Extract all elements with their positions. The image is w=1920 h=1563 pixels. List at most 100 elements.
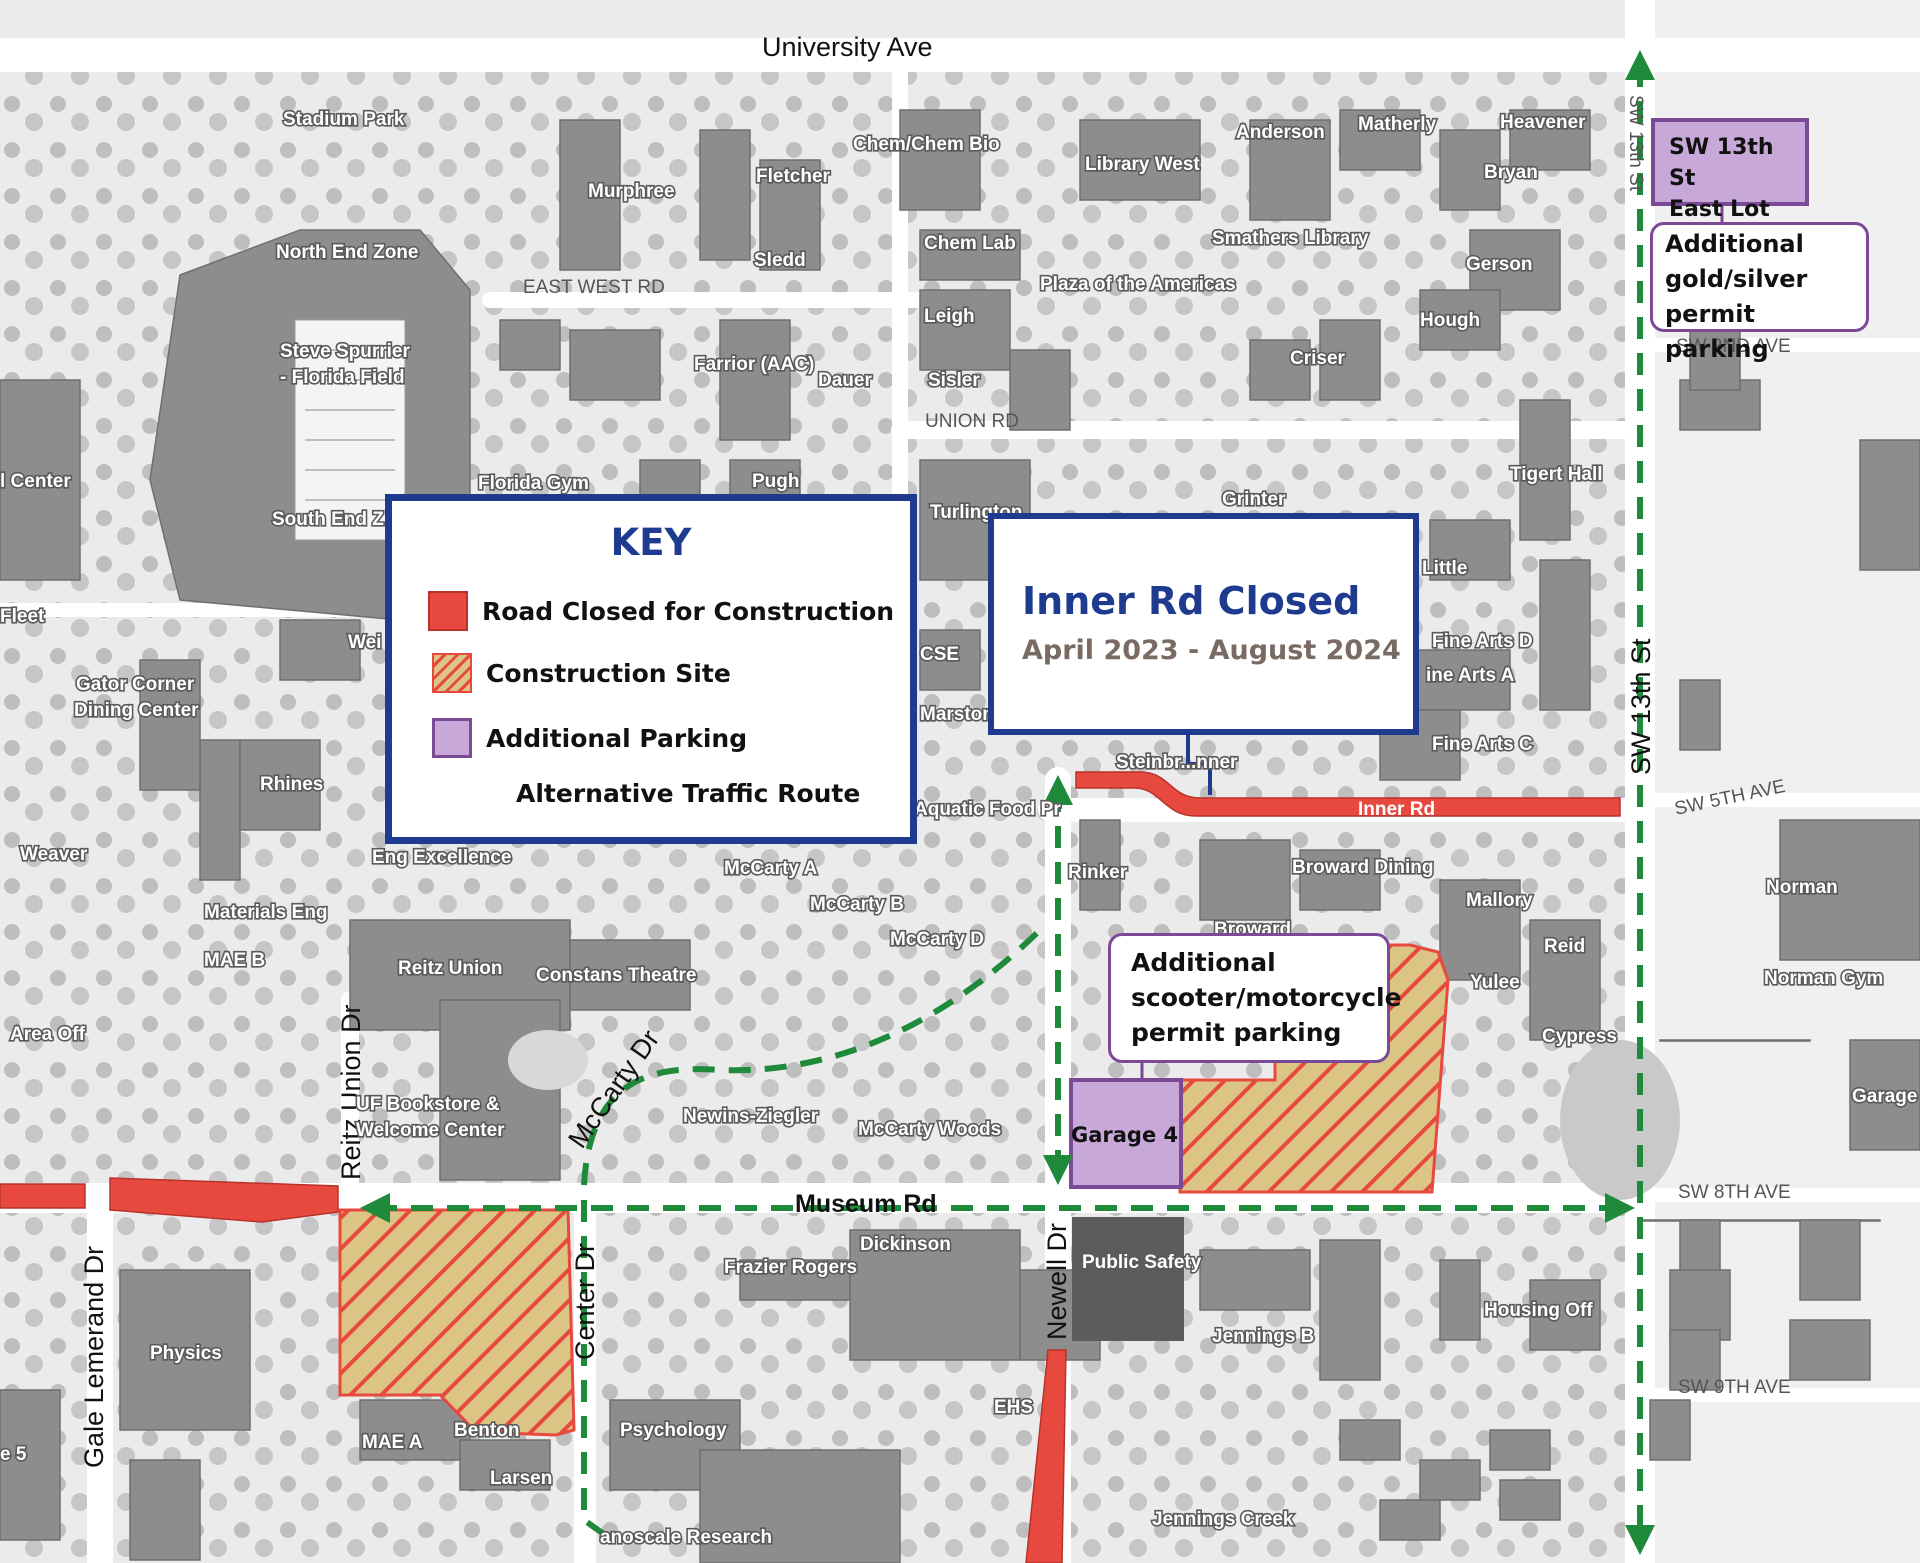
building-label: Materials Eng bbox=[204, 902, 328, 923]
sw-13th-st-label: SW 13th St bbox=[1626, 638, 1656, 775]
building-label: Public Safety bbox=[1082, 1252, 1202, 1273]
building-label: Newins-Ziegler bbox=[683, 1106, 819, 1127]
building-label: MAE B bbox=[204, 950, 265, 971]
purple-swatch-icon bbox=[432, 718, 472, 758]
alternative-routes bbox=[360, 50, 1655, 1555]
building-label: Gator Corner bbox=[76, 674, 195, 695]
building-label: Chem/Chem Bio bbox=[853, 134, 1000, 155]
building-label: Sisler bbox=[928, 370, 980, 391]
callout-line: gold/silver bbox=[1665, 265, 1808, 293]
building-label: MAE A bbox=[362, 1432, 423, 1453]
closure-heading: Inner Rd Closed bbox=[1022, 579, 1361, 623]
sw-13th-st-top-label: SW 13th St bbox=[1625, 95, 1646, 192]
legend-title: KEY bbox=[610, 521, 692, 564]
building-label: Jennings Creek bbox=[1152, 1509, 1294, 1530]
building-label: Hough bbox=[1420, 310, 1480, 331]
hatch-swatch-icon bbox=[432, 653, 472, 693]
building-label: Dining Center bbox=[74, 700, 199, 721]
building-label: ine Arts A bbox=[1426, 665, 1515, 686]
building-label: Anderson bbox=[1236, 122, 1325, 143]
reitz-union-dr-label: Reitz Union Dr bbox=[336, 1004, 366, 1180]
building-label: Frazier Rogers bbox=[724, 1257, 857, 1278]
sw-8th-ave-label: SW 8TH AVE bbox=[1678, 1182, 1791, 1203]
building-label: Weaver bbox=[20, 844, 88, 865]
building-label: Grinter bbox=[1222, 489, 1286, 510]
building-label: Psychology bbox=[620, 1420, 727, 1441]
map-legend: KEY Road Closed for Construction Constru… bbox=[385, 494, 917, 844]
building-label: Farrior (AAC) bbox=[694, 354, 814, 375]
building-label: Rhines bbox=[260, 774, 323, 795]
lot-name-line-2: East Lot bbox=[1669, 197, 1770, 222]
building-label: Leigh bbox=[924, 306, 975, 327]
building-label: Fine Arts D bbox=[1432, 631, 1533, 652]
building-label: Mallory bbox=[1466, 890, 1533, 911]
university-ave-label: University Ave bbox=[762, 32, 933, 62]
building-label: Little bbox=[1422, 558, 1467, 579]
building-label: Reid bbox=[1544, 936, 1585, 957]
sw-2nd-ave-label: SW 2ND AVE bbox=[1676, 336, 1791, 357]
legend-label: Alternative Traffic Route bbox=[516, 779, 861, 808]
east-west-rd-label: EAST WEST RD bbox=[523, 277, 665, 298]
building-label: McCarty Woods bbox=[858, 1119, 1001, 1140]
buildings bbox=[0, 109, 1920, 1563]
building-label: Eng Excellence bbox=[372, 847, 511, 868]
building-label: McCarty A bbox=[724, 858, 818, 879]
building-label: Aquatic Food Pr bbox=[914, 799, 1061, 820]
building-label: Stadium Park bbox=[283, 109, 405, 130]
building-label: l Center bbox=[0, 471, 71, 492]
building-label: Jennings B bbox=[1212, 1326, 1314, 1347]
building-label: Plaza of the Americas bbox=[1040, 274, 1236, 295]
building-label: Fleet bbox=[0, 606, 45, 627]
center-dr-label: Center Dr bbox=[570, 1243, 600, 1360]
building-label: CSE bbox=[920, 644, 959, 665]
building-label: Garage bbox=[1852, 1086, 1917, 1107]
union-rd-label: UNION RD bbox=[925, 411, 1019, 432]
building-label: Yulee bbox=[1470, 972, 1520, 993]
gold-silver-parking-callout: Additional gold/silver permit parking bbox=[1650, 222, 1869, 363]
building-label: Rinker bbox=[1068, 862, 1128, 883]
building-label: e 5 bbox=[0, 1444, 27, 1465]
closure-dates: April 2023 - August 2024 bbox=[1022, 635, 1401, 666]
callout-line: permit parking bbox=[1665, 300, 1769, 363]
newell-dr-label: Newell Dr bbox=[1042, 1223, 1072, 1340]
building-label: Smathers Library bbox=[1212, 228, 1369, 249]
building-label: anoscale Research bbox=[600, 1527, 772, 1548]
building-label: Gerson bbox=[1466, 254, 1533, 275]
building-label: Benton bbox=[454, 1420, 519, 1441]
building-label: Larsen bbox=[490, 1468, 552, 1489]
building-label: Dauer bbox=[818, 370, 872, 391]
building-label: Physics bbox=[150, 1343, 222, 1364]
building-label: Norman bbox=[1766, 877, 1838, 898]
inner-rd-label: Inner Rd bbox=[1358, 799, 1435, 820]
building-label: Dickinson bbox=[860, 1234, 951, 1255]
building-label: - Florida Field bbox=[280, 367, 405, 388]
building-label: Steinbr...nner bbox=[1116, 752, 1238, 773]
museum-rd-label: Museum Rd bbox=[795, 1190, 937, 1218]
building-label: UF Bookstore & bbox=[356, 1094, 500, 1115]
building-label: EHS bbox=[994, 1397, 1033, 1418]
building-label: Florida Gym bbox=[478, 473, 589, 494]
scooter-parking-callout: Additional scooter/motorcycle permit par… bbox=[1108, 933, 1402, 1063]
building-label: Murphree bbox=[588, 181, 675, 202]
gale-lemerand-dr-label: Gale Lemerand Dr bbox=[79, 1246, 109, 1468]
callout-line: permit parking bbox=[1131, 1018, 1342, 1047]
garage-4-label: Garage 4 bbox=[1071, 1123, 1178, 1147]
legend-item-additional-parking: Additional Parking bbox=[428, 718, 747, 758]
building-label: Marston bbox=[920, 704, 994, 725]
legend-item-construction-site: Construction Site bbox=[428, 653, 731, 693]
building-label: Reitz Union bbox=[398, 958, 503, 979]
building-label: Bryan bbox=[1484, 162, 1538, 183]
building-label: Area Off bbox=[10, 1024, 86, 1045]
building-label: Fletcher bbox=[756, 166, 831, 187]
building-label: South End Z bbox=[272, 509, 384, 530]
building-label: Steve Spurrier bbox=[280, 341, 410, 362]
building-label: Library West bbox=[1085, 154, 1200, 175]
lot-name-line-1: SW 13th St bbox=[1669, 135, 1774, 191]
building-label: Matherly bbox=[1358, 114, 1437, 135]
legend-item-road-closed: Road Closed for Construction bbox=[428, 591, 894, 631]
building-label: Sledd bbox=[754, 250, 806, 271]
sw-9th-ave-label: SW 9TH AVE bbox=[1678, 1377, 1791, 1398]
building-label: Heavener bbox=[1500, 112, 1586, 133]
callout-line: scooter/motorcycle bbox=[1131, 983, 1402, 1012]
